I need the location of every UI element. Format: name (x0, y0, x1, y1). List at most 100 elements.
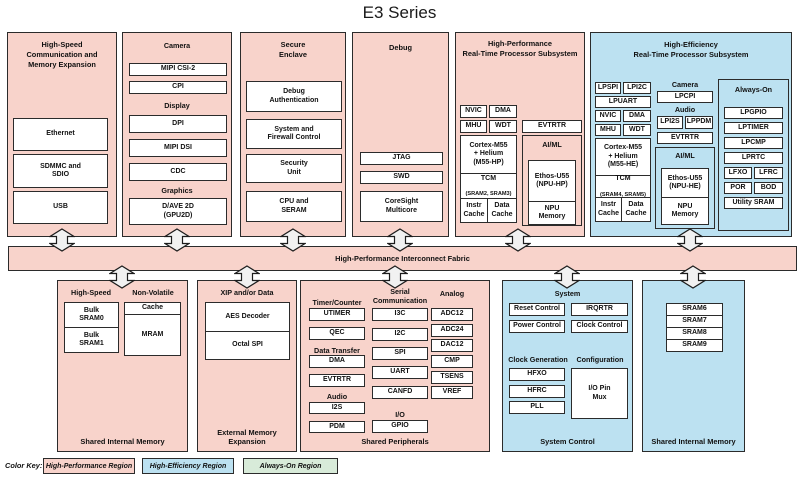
box-power-control: Power Control (509, 320, 565, 333)
box-data-cache: Data Cache (621, 197, 651, 222)
block-he-subsystem: High-Efficiency Real-Time Processor Subs… (590, 32, 792, 237)
container-always-on: Always-On LPGPIO LPTIMER LPCMP LPRTC LFX… (718, 79, 789, 231)
box-utility-sram: Utility SRAM (724, 197, 783, 209)
box-mhu: MHU (460, 120, 487, 133)
box-adc24: ADC24 (431, 324, 473, 337)
box-lpcmp: LPCMP (724, 137, 783, 149)
header-aiml: AI/ML (542, 140, 562, 149)
box-sram9: SRAM9 (666, 339, 723, 352)
box-uart: UART (372, 366, 428, 379)
header-graphics: Graphics (161, 186, 193, 195)
block-label: Shared Internal Memory (651, 436, 736, 446)
header-timer-counter: Timer/Counter (312, 298, 362, 307)
header-aiml: AI/ML (675, 151, 695, 160)
block-hp-subsystem: High-Performance Real-Time Processor Sub… (455, 32, 585, 237)
box-lpi2c: LPI2C (623, 82, 651, 94)
block-shared-internal-memory-right: SRAM6 SRAM7 SRAM8 SRAM9 Shared Internal … (642, 280, 745, 452)
box-lppdm: LPPDM (685, 116, 713, 129)
box-mipi-csi2: MIPI CSI-2 (129, 63, 227, 76)
box-tcm-hp: TCM (SRAM2, SRAM3) (460, 173, 517, 199)
block-secure-enclave: Secure Enclave Debug Authentication Syst… (240, 32, 346, 237)
fabric-label: High-Performance Interconnect Fabric (335, 254, 470, 263)
box-pll: PLL (509, 401, 565, 414)
header-system: System (554, 289, 581, 298)
box-instr-cache: Instr Cache (460, 198, 488, 223)
box-cdc: CDC (129, 163, 227, 181)
color-key-high-efficiency: High-Efficiency Region (142, 458, 234, 474)
box-nvic: NVIC (595, 110, 621, 122)
block-label: System Control (540, 436, 595, 446)
bidirectional-arrow (387, 228, 413, 252)
box-evtrtr: EVTRTR (309, 374, 365, 387)
bidirectional-arrow (680, 265, 706, 289)
block-title: High-Efficiency Real-Time Processor Subs… (633, 40, 749, 59)
box-spi: SPI (372, 347, 428, 360)
box-por: POR (724, 182, 752, 194)
block-shared-internal-memory-left: High-Speed Non-Volatile Bulk SRAM0 Bulk … (57, 280, 188, 452)
box-lpspi: LPSPI (595, 82, 621, 94)
block-label: External Memory Expansion (217, 427, 277, 446)
block-hs-comm-memory-expansion: High-Speed Communication and Memory Expa… (7, 32, 117, 237)
box-aes-decoder: AES Decoder (205, 302, 290, 332)
box-dma: DMA (623, 110, 651, 122)
box-qec: QEC (309, 327, 365, 340)
box-lptimer: LPTIMER (724, 122, 783, 134)
box-sdmmc-sdio: SDMMC and SDIO (13, 154, 108, 188)
box-i3c: I3C (372, 308, 428, 321)
block-title: Debug (389, 43, 412, 52)
header-audio: Audio (326, 392, 348, 401)
header-always-on: Always-On (734, 85, 773, 94)
interconnect-fabric-bar: High-Performance Interconnect Fabric (8, 246, 797, 271)
box-cortex-m55-he: Cortex-M55 + Helium (M55-HE) (595, 138, 651, 176)
box-system-firewall-control: System and Firewall Control (246, 119, 342, 149)
box-usb: USB (13, 191, 108, 224)
box-security-unit: Security Unit (246, 154, 342, 183)
box-lprtc: LPRTC (724, 152, 783, 164)
box-cortex-m55-hp: Cortex-M55 + Helium (M55-HP) (460, 135, 517, 174)
box-instr-cache: Instr Cache (595, 197, 622, 222)
box-pdm: PDM (309, 421, 365, 433)
header-audio: Audio (674, 105, 696, 114)
box-lpuart: LPUART (595, 96, 651, 108)
block-title: High-Performance Real-Time Processor Sub… (462, 39, 578, 58)
box-ethos-u55-hp: Ethos-U55 (NPU-HP) (528, 160, 576, 202)
container-aiml-he: AI/ML Ethos-U55 (NPU-HE) NPU Memory (655, 147, 715, 229)
color-key-high-performance: High-Performance Region (43, 458, 135, 474)
block-debug: Debug JTAG SWD CoreSight Multicore (352, 32, 449, 237)
box-ethos-u55-he: Ethos-U55 (NPU-HE) (661, 168, 709, 198)
block-system-control: System Reset Control IRQRTR Power Contro… (502, 280, 633, 452)
box-irqrtr: IRQRTR (571, 303, 628, 316)
box-nvic: NVIC (460, 105, 487, 118)
header-xip-data: XIP and/or Data (220, 288, 274, 297)
box-cpu-seram: CPU and SERAM (246, 191, 342, 222)
bidirectional-arrow (677, 228, 703, 252)
block-camera-display-graphics: Camera MIPI CSI-2 CPI Display DPI MIPI D… (122, 32, 232, 237)
bidirectional-arrow (554, 265, 580, 289)
box-tcm-he: TCM (SRAM4, SRAM5) (595, 175, 651, 198)
bidirectional-arrow (382, 265, 408, 289)
header-clock-generation: Clock Generation (508, 355, 568, 364)
header-serial-communication: Serial Communication (372, 287, 428, 305)
header-io: I/O (395, 410, 405, 419)
header-high-speed: High-Speed (71, 288, 111, 297)
bidirectional-arrow (109, 265, 135, 289)
box-tsens: TSENS (431, 371, 473, 384)
box-mhu: MHU (595, 124, 621, 136)
box-mram: MRAM (124, 314, 181, 356)
box-jtag: JTAG (360, 152, 443, 165)
box-npu-memory: NPU Memory (528, 201, 576, 225)
box-i2c: I2C (372, 328, 428, 341)
box-coresight-multicore: CoreSight Multicore (360, 191, 443, 222)
box-evtrtr: EVTRTR (657, 132, 713, 144)
header-configuration: Configuration (576, 355, 624, 364)
box-cmp: CMP (431, 355, 473, 368)
box-clock-control: Clock Control (571, 320, 628, 333)
tcm-sub-label: (SRAM4, SRAM5) (600, 191, 646, 198)
box-lpi2s: LPI2S (657, 116, 683, 129)
box-cpi: CPI (129, 81, 227, 94)
box-debug-authentication: Debug Authentication (246, 81, 342, 112)
box-dac12: DAC12 (431, 339, 473, 352)
box-lpgpio: LPGPIO (724, 107, 783, 119)
tcm-label: TCM (480, 174, 497, 182)
header-analog: Analog (439, 289, 465, 298)
